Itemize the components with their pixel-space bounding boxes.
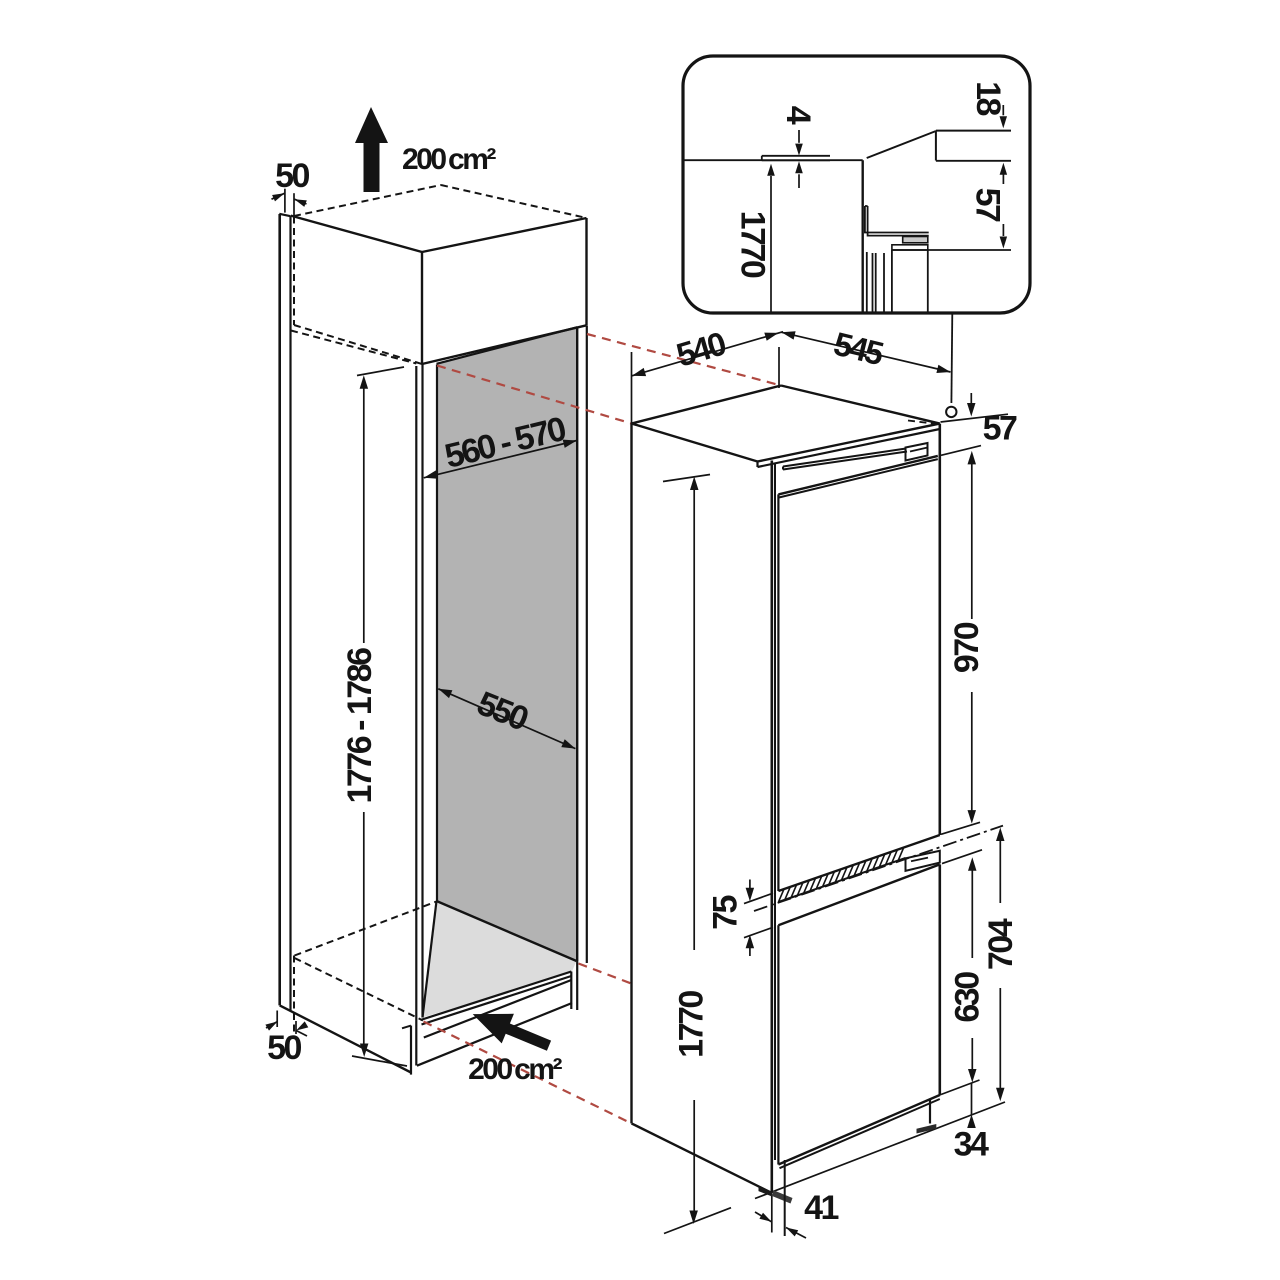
svg-text:4: 4 bbox=[779, 106, 817, 125]
svg-text:41: 41 bbox=[804, 1189, 838, 1227]
svg-text:50: 50 bbox=[275, 157, 309, 195]
svg-text:50: 50 bbox=[267, 1029, 301, 1067]
svg-text:18: 18 bbox=[969, 81, 1007, 115]
svg-text:970: 970 bbox=[948, 622, 986, 673]
svg-text:57: 57 bbox=[969, 188, 1007, 222]
svg-text:1770: 1770 bbox=[734, 211, 772, 278]
svg-text:75: 75 bbox=[706, 896, 744, 930]
svg-text:200 cm²: 200 cm² bbox=[468, 1053, 562, 1086]
svg-text:34: 34 bbox=[954, 1125, 989, 1163]
svg-text:704: 704 bbox=[982, 918, 1020, 970]
svg-text:1770: 1770 bbox=[672, 991, 710, 1058]
svg-text:57: 57 bbox=[983, 409, 1017, 447]
svg-text:1776 - 1786: 1776 - 1786 bbox=[341, 648, 379, 804]
svg-text:630: 630 bbox=[948, 972, 986, 1023]
svg-text:200 cm²: 200 cm² bbox=[402, 143, 496, 176]
